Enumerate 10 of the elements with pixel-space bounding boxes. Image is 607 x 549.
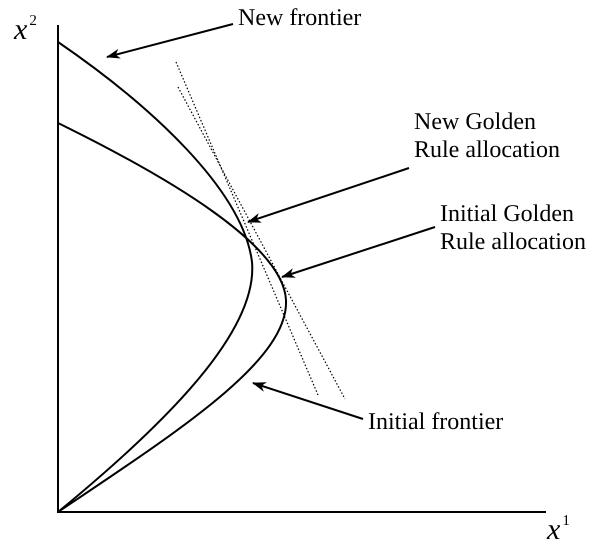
annotation-label: New Golden Rule allocation	[414, 108, 582, 164]
leader-arrow	[252, 382, 364, 420]
leader-arrow	[106, 23, 234, 59]
axis-label: x$^{1}$	[547, 514, 570, 546]
annotation-label: Initial frontier	[368, 408, 504, 436]
axis-label: x$^{2}$	[14, 14, 37, 46]
annotation-label: New frontier	[238, 4, 362, 32]
annotation-label: Initial Golden Rule allocation	[440, 200, 605, 256]
leader-arrow	[281, 226, 436, 278]
leader-arrow	[247, 167, 410, 223]
